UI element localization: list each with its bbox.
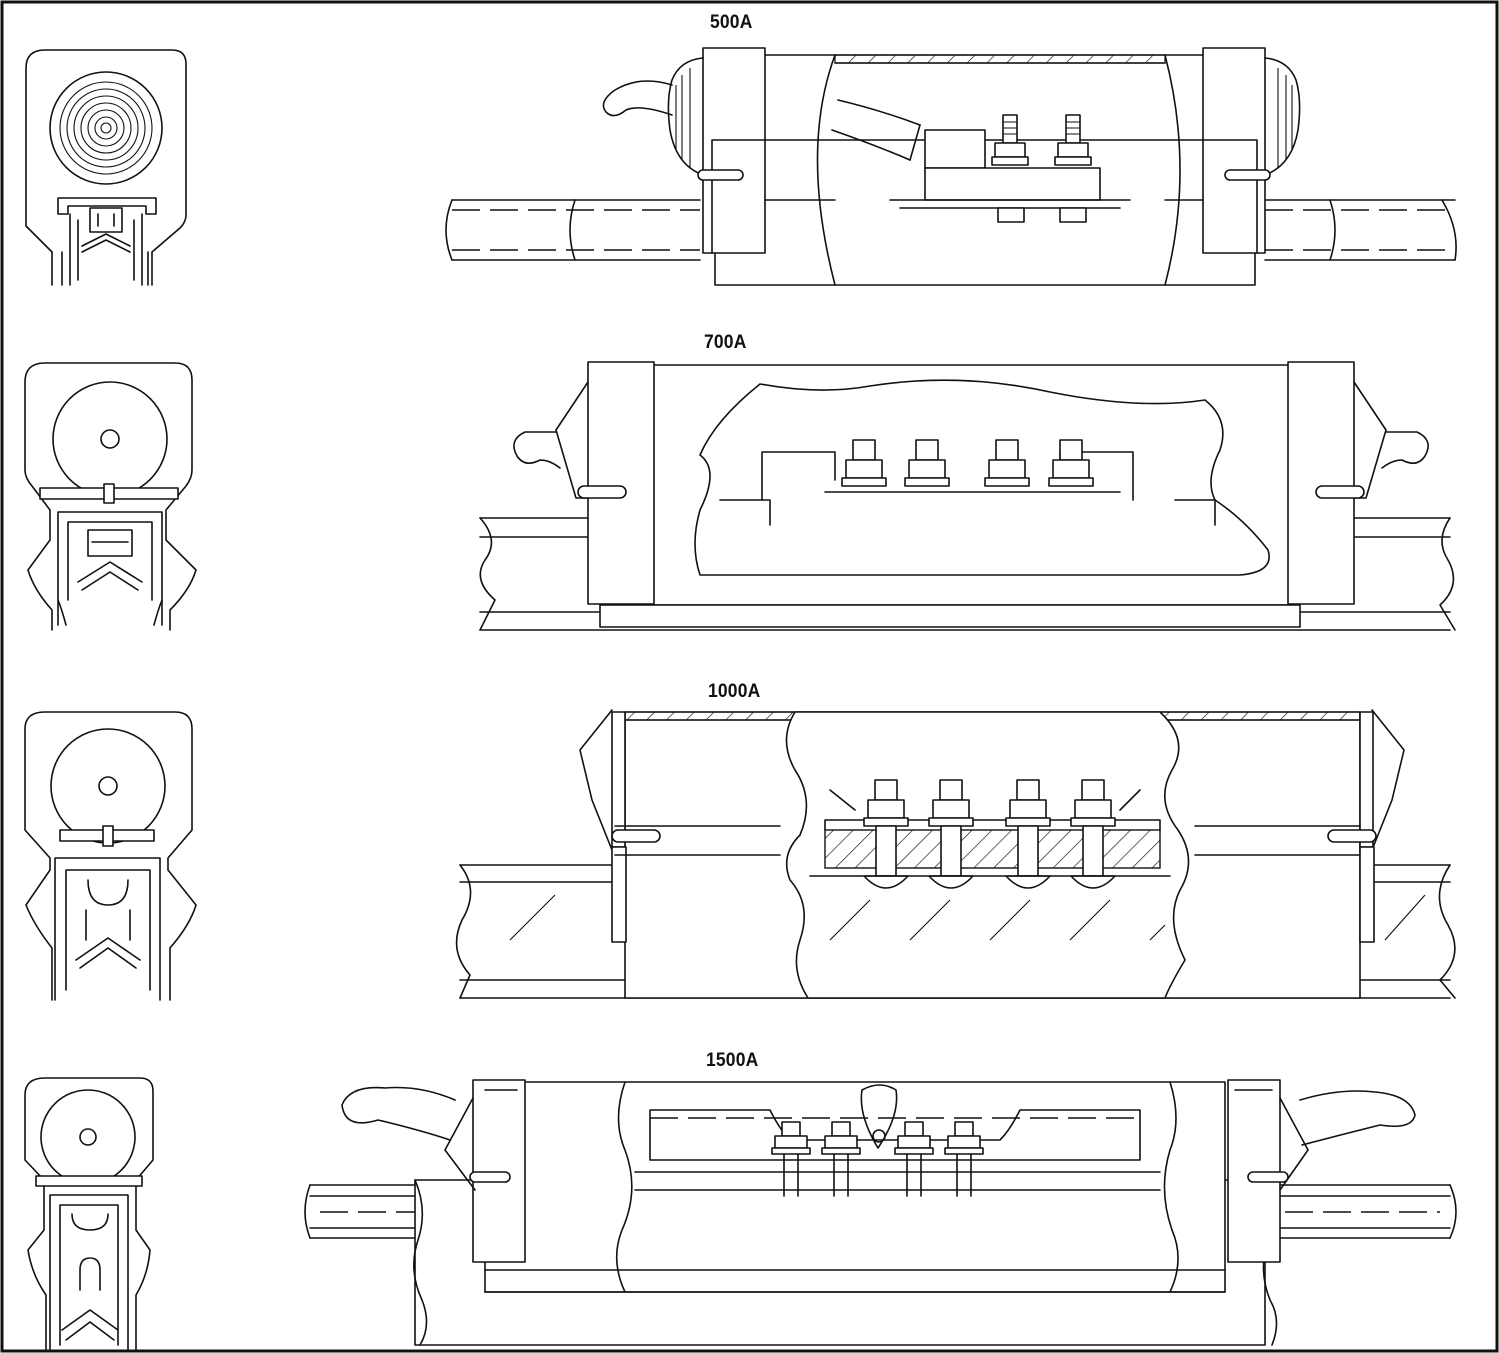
bolt [821,1121,861,1197]
label-1000a: 1000A [708,681,761,702]
bolt [984,439,1030,487]
bolt [771,1121,811,1197]
label-500a: 500A [710,12,753,33]
bolt [944,1121,984,1197]
bolt [991,114,1029,166]
bolt [1048,439,1094,487]
side-view-1000a [455,709,1456,999]
side-view-700a [479,361,1456,631]
label-1500a: 1500A [706,1050,759,1071]
side-view-500a [445,47,1457,286]
end-view-1000a [24,711,197,1001]
bolt [841,439,887,487]
end-view-700a [24,362,197,631]
bolt [863,779,909,889]
end-view-500a [25,49,187,286]
bolt [1070,779,1116,889]
label-700a: 700A [704,332,747,353]
side-view-1500a [304,1079,1457,1346]
bolt [894,1121,934,1197]
bolt [1054,114,1092,166]
bolt [904,439,950,487]
bolt [928,779,974,889]
bolt [1005,779,1051,889]
end-view-1500a [24,1077,154,1351]
